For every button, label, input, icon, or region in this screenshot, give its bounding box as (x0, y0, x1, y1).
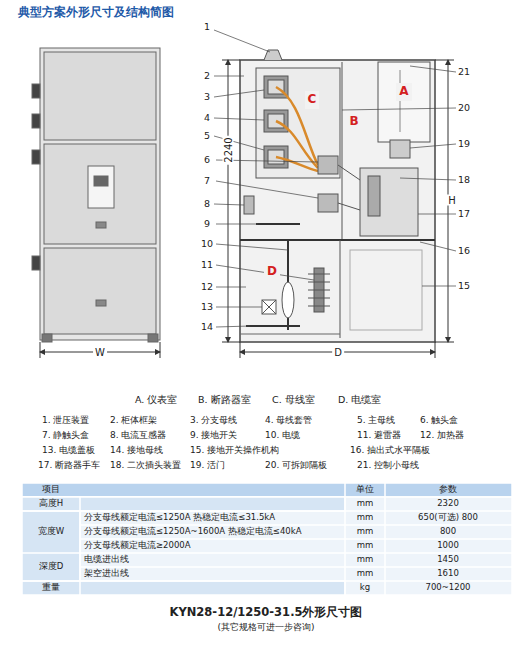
table-cell: 单位 (356, 485, 374, 494)
part-list-item: 11. 避雷器 (357, 431, 401, 441)
part-list-item: 6. 触头盒 (420, 416, 458, 426)
table-cell: kg (360, 583, 370, 592)
dimension-label: W (93, 347, 107, 358)
room-legend-text: D. 电缆室 (338, 395, 381, 405)
table-cell: mm (357, 499, 374, 508)
part-list-item: 9. 接地开关 (190, 431, 237, 441)
callout-number: 11 (200, 260, 214, 270)
part-list-item: 15. 接地开关操作机构 (190, 446, 279, 456)
part-list-item: 12. 加热器 (420, 431, 464, 441)
table-cell: mm (357, 555, 374, 564)
callout-number: 2 (203, 71, 211, 81)
table-cell: mm (357, 541, 374, 550)
part-list-item: 1. 泄压装置 (42, 416, 89, 426)
table-cell: 项目 (42, 485, 60, 494)
room-legend-text: B. 断路器室 (198, 395, 251, 405)
part-list-item: 7. 静触头盒 (42, 431, 89, 441)
table-cell: 参数 (439, 485, 457, 494)
table-cell: 架空进出线 (84, 569, 129, 578)
dimension-label: 2240 (223, 135, 234, 164)
callout-number: 21 (457, 67, 471, 77)
table-cell: 高度H (39, 499, 63, 508)
table-cell: 电缆进出线 (84, 555, 129, 564)
part-list-item: 8. 电流互感器 (110, 431, 166, 441)
caption: KYN28-12/1250-31.5外形尺寸图 (170, 606, 363, 619)
table-cell: 700~1200 (426, 583, 471, 592)
room-region-marker: A (396, 83, 411, 100)
table-cell: mm (357, 513, 374, 522)
title: 典型方案外形尺寸及结构简图 (18, 6, 174, 19)
callout-number: 12 (200, 282, 214, 292)
room-legend-text: A. 仪表室 (135, 395, 177, 405)
table-cell: 2320 (437, 499, 459, 508)
table-cell: mm (357, 569, 374, 578)
dimension-label: H (446, 195, 458, 206)
callout-number: 17 (457, 209, 471, 219)
callout-number: 18 (457, 175, 471, 185)
part-list-item: 20. 可拆卸隔板 (265, 461, 327, 471)
sub-caption: (其它规格可进一步咨询) (217, 623, 314, 633)
callout-number: 13 (200, 302, 214, 312)
callout-number: 6 (203, 155, 211, 165)
part-list-item: 5. 主母线 (357, 416, 395, 426)
room-letter: B (349, 115, 358, 128)
table-cell: 重量 (42, 583, 60, 592)
part-list-item: 18. 二次插头装置 (110, 461, 181, 471)
callout-number: 15 (457, 281, 471, 291)
part-list-item: 21. 控制小母线 (357, 461, 419, 471)
room-region-marker: D (264, 263, 280, 280)
callout-number: 7 (203, 176, 211, 186)
table-cell: 1000 (437, 541, 459, 550)
part-list-item: 14. 接地母线 (110, 446, 163, 456)
room-legend-text: C. 母线室 (272, 395, 315, 405)
table-cell: 分支母线额定电流≤1250A 热稳定电流≤31.5kA (84, 513, 275, 522)
room-region-marker: B (346, 113, 361, 130)
room-letter: A (399, 85, 408, 98)
part-list-item: 3. 分支母线 (190, 416, 237, 426)
table-cell: 宽度W (38, 527, 64, 536)
table-cell: 650(可选) 800 (418, 513, 478, 522)
table-cell: 1610 (437, 569, 459, 578)
spec-table (22, 483, 512, 595)
part-list-item: 4. 母线套管 (265, 416, 312, 426)
room-letter: D (267, 265, 277, 278)
part-list-item: 16. 抽出式水平隔板 (350, 446, 430, 456)
dimension-lines (222, 60, 454, 358)
room-letter: C (308, 93, 317, 106)
part-list-item: 10. 电缆 (265, 431, 300, 441)
callout-number: 3 (203, 92, 211, 102)
callout-number: 19 (457, 139, 471, 149)
table-cell: mm (357, 527, 374, 536)
part-list-item: 19. 活门 (190, 461, 225, 471)
callout-number: 9 (203, 219, 211, 229)
dimension-label: D (332, 347, 344, 358)
callout-number: 5 (203, 131, 211, 141)
front-view (32, 48, 160, 358)
callout-number: 4 (203, 113, 211, 123)
callout-number: 1 (203, 22, 211, 32)
side-section (240, 50, 435, 342)
room-region-marker: C (305, 91, 320, 108)
table-cell: 深度D (39, 562, 64, 571)
table-cell: 分支母线额定电流≤1250A~1600A 热稳定电流≤40kA (84, 527, 302, 536)
callout-number: 10 (200, 239, 214, 249)
part-list-item: 13. 电缆盖板 (42, 446, 95, 456)
table-cell: 分支母线额定电流≥2000A (84, 541, 191, 550)
callout-number: 16 (457, 246, 471, 256)
table-cell: 1450 (437, 555, 459, 564)
callout-number: 8 (203, 199, 211, 209)
callout-number: 20 (457, 103, 471, 113)
leader-lines (214, 30, 456, 327)
table-cell: 800 (440, 527, 456, 536)
part-list-item: 2. 柜体框架 (110, 416, 157, 426)
part-list-item: 17. 断路器手车 (38, 461, 100, 471)
callout-number: 14 (200, 322, 214, 332)
